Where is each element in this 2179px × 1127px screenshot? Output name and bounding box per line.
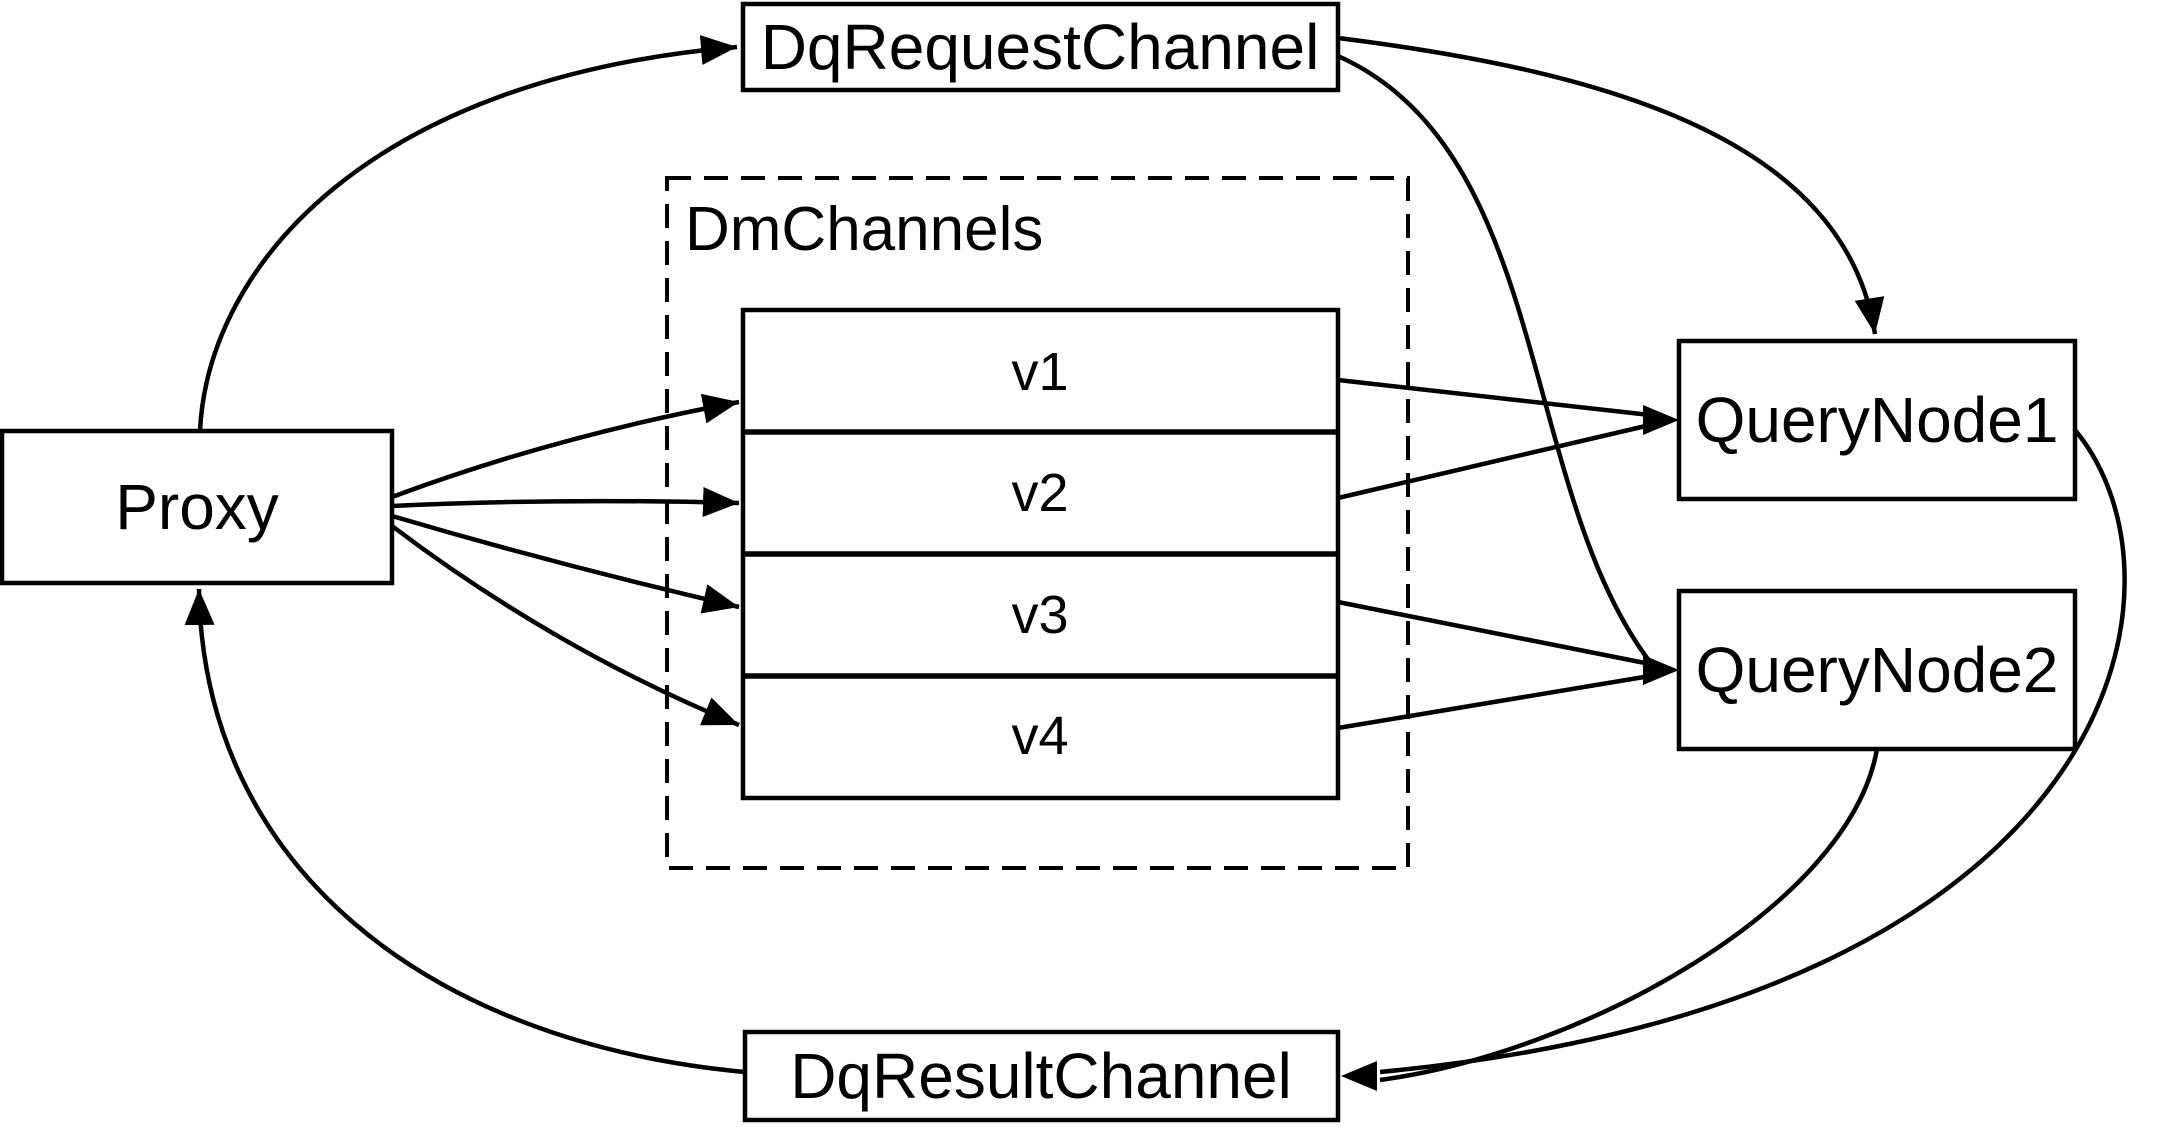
node-query-node-1: QueryNode1 [1676, 338, 2078, 502]
node-proxy: Proxy [0, 428, 395, 586]
proxy-label: Proxy [115, 471, 279, 543]
edge-proxy-to-v4 [390, 524, 740, 728]
edge-dq-request-channel-to-query-node-2 [1337, 53, 1652, 664]
arrowhead-into-query-node-1 [1643, 405, 1679, 435]
proxy-box [0, 428, 395, 586]
query-node-2-box [1676, 588, 2078, 752]
query-node-1-label: QueryNode1 [1696, 384, 2059, 456]
channel-v3-label: v3 [1011, 585, 1068, 645]
channel-stack: v1 v2 v3 v4 [740, 307, 1341, 801]
edge-dq-result-channel-to-proxy [184, 588, 746, 1075]
channel-v2-label: v2 [1011, 463, 1068, 523]
edge-query-node-2-to-dq-result-channel [1379, 748, 1880, 1083]
edge-proxy-to-v3 [391, 513, 740, 614]
query-node-1-box [1676, 338, 2078, 502]
edge-proxy-to-dq-request-channel [197, 35, 738, 432]
query-node-2-label: QueryNode2 [1696, 634, 2059, 706]
edge-layer [184, 35, 2127, 1091]
dq-request-channel-label: DqRequestChannel [761, 11, 1320, 83]
arrowhead-into-dq-result-channel [1341, 1061, 1377, 1091]
edge-v4-to-query-node-2 [1337, 673, 1651, 731]
node-dq-result-channel: DqResultChannel [742, 1029, 1341, 1123]
dq-result-channel-box [742, 1029, 1341, 1123]
edge-dq-request-channel-to-query-node-1 [1337, 35, 1885, 335]
channel-v1-label: v1 [1011, 342, 1068, 402]
dm-channels-container: DmChannels v1 v2 v3 v4 [665, 176, 1410, 870]
node-dq-request-channel: DqRequestChannel [740, 1, 1341, 93]
edge-proxy-to-v1 [391, 393, 740, 500]
dq-result-channel-label: DqResultChannel [790, 1040, 1292, 1112]
edge-v3-to-query-node-2 [1337, 599, 1651, 667]
edge-proxy-to-v2 [391, 487, 740, 517]
arrowhead-into-query-node-2 [1643, 655, 1679, 685]
edge-v1-to-query-node-1 [1337, 377, 1651, 418]
edge-query-node-1-to-dq-result-channel [1379, 428, 2127, 1075]
channel-v4-label: v4 [1011, 706, 1068, 766]
dq-request-channel-box [740, 1, 1341, 93]
dm-channels-label: DmChannels [685, 195, 1043, 264]
dm-channels-dashed-box [665, 176, 1410, 870]
edge-v2-to-query-node-1 [1337, 422, 1651, 501]
node-query-node-2: QueryNode2 [1676, 588, 2078, 752]
